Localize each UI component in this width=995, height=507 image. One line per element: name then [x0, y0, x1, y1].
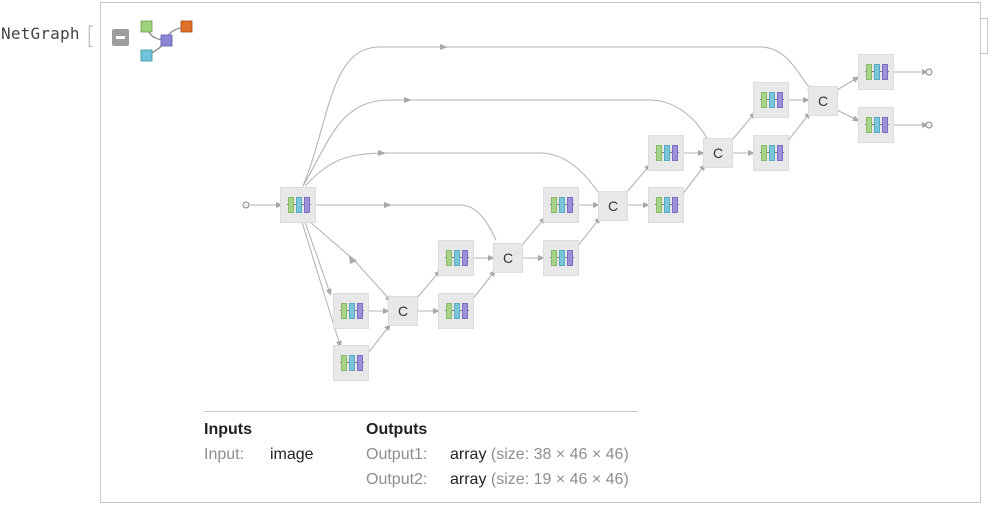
chain-layer-node[interactable]	[753, 135, 789, 171]
output2-size: (size: 19 × 46 × 46)	[490, 471, 629, 488]
network-icon	[140, 20, 193, 62]
collapse-icon[interactable]	[112, 29, 129, 46]
chain-layer-icon	[866, 64, 872, 80]
input-port-icon	[242, 201, 250, 209]
chain-layer-icon	[551, 250, 557, 266]
chain-layer-icon	[341, 355, 347, 371]
chain-layer-node[interactable]	[648, 135, 684, 171]
chain-layer-node[interactable]	[280, 187, 316, 223]
output1-type: array (size: 38 × 46 × 46)	[450, 446, 629, 463]
concat-node[interactable]: C	[598, 191, 628, 221]
outputs-heading: Outputs	[366, 421, 428, 438]
input-type: image	[270, 446, 314, 463]
output1-port-icon	[925, 68, 933, 76]
chain-layer-icon	[551, 197, 557, 213]
chain-layer-node[interactable]	[333, 293, 369, 329]
output2-name: Output2:	[366, 471, 428, 488]
output1-name: Output1:	[366, 446, 428, 463]
netgraph-panel	[100, 2, 981, 503]
close-bracket	[981, 18, 988, 54]
chain-layer-icon	[446, 303, 452, 319]
chain-layer-icon	[341, 303, 347, 319]
chain-layer-icon	[656, 197, 662, 213]
concat-node[interactable]: C	[808, 86, 838, 116]
open-bracket: [	[86, 22, 96, 50]
chain-layer-node[interactable]	[858, 107, 894, 143]
concat-node[interactable]: C	[703, 138, 733, 168]
inputs-heading: Inputs	[204, 421, 252, 438]
concat-node[interactable]: C	[388, 296, 418, 326]
port-summary: Inputs Outputs Input: image Output1: arr…	[204, 411, 638, 488]
chain-layer-icon	[761, 145, 767, 161]
chain-layer-node[interactable]	[438, 240, 474, 276]
chain-layer-icon	[761, 92, 767, 108]
chain-layer-icon	[656, 145, 662, 161]
concat-node[interactable]: C	[493, 243, 523, 273]
netgraph-head: NetGraph	[1, 24, 80, 43]
chain-layer-node[interactable]	[858, 54, 894, 90]
output2-type: array (size: 19 × 46 × 46)	[450, 471, 629, 488]
chain-layer-node[interactable]	[753, 82, 789, 118]
output1-size: (size: 38 × 46 × 46)	[490, 446, 629, 463]
chain-layer-icon	[866, 117, 872, 133]
chain-layer-icon	[288, 197, 294, 213]
chain-layer-node[interactable]	[333, 345, 369, 381]
chain-layer-node[interactable]	[543, 240, 579, 276]
chain-layer-icon	[446, 250, 452, 266]
chain-layer-node[interactable]	[438, 293, 474, 329]
chain-layer-node[interactable]	[648, 187, 684, 223]
edge-midpoint-arrows	[349, 44, 448, 264]
output2-port-icon	[925, 121, 933, 129]
chain-layer-node[interactable]	[543, 187, 579, 223]
graph-edges	[250, 46, 929, 353]
input-name: Input:	[204, 446, 245, 463]
